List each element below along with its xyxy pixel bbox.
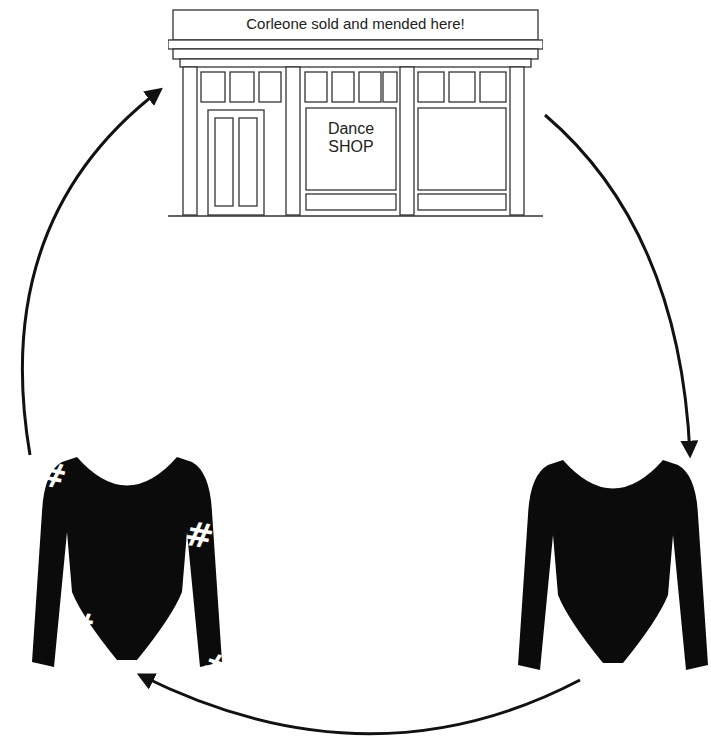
hole-mark: # bbox=[182, 516, 216, 554]
window-text: Dance SHOP bbox=[316, 120, 386, 155]
cycle-arrow bbox=[22, 90, 160, 455]
shop-building bbox=[168, 8, 543, 220]
shop-node: Corleone sold and mended here! Dance SHOP bbox=[168, 8, 543, 220]
cycle-arrow bbox=[545, 115, 690, 455]
hole-mark: # bbox=[64, 606, 97, 644]
new-leotard bbox=[518, 460, 708, 670]
cycle-arrow bbox=[140, 675, 580, 734]
shop-sign: Corleone sold and mended here! bbox=[176, 16, 535, 33]
